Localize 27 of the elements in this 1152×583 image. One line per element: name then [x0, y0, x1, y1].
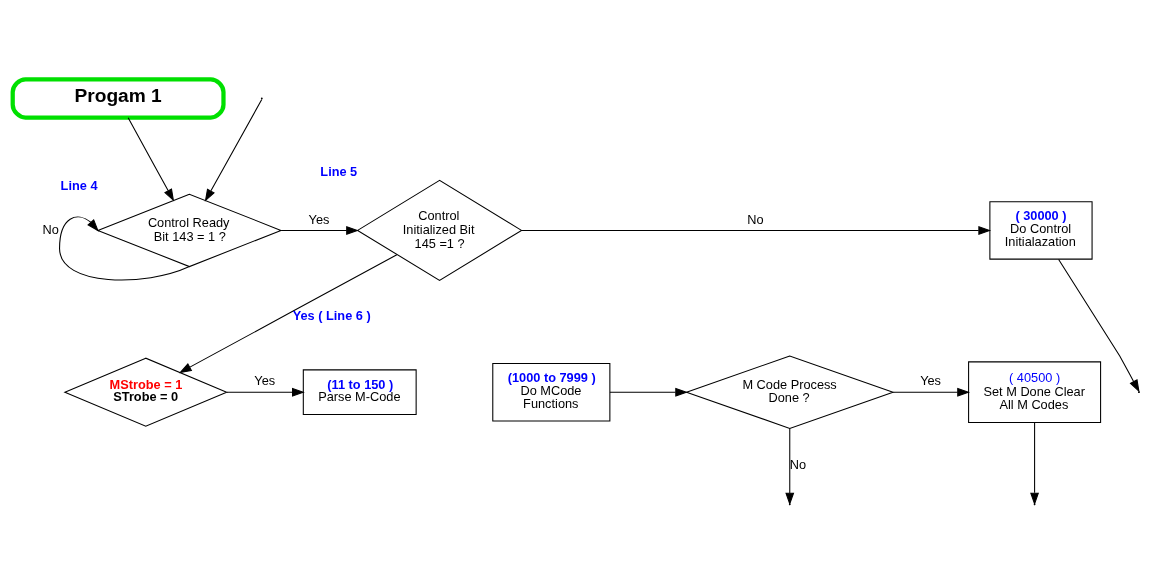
edge-label: No — [42, 221, 59, 237]
edge-label: Yes — [920, 372, 941, 388]
node-diamond: Control Initialized Bit 145 =1 ? — [356, 179, 523, 281]
arrow — [204, 98, 263, 202]
edge-label: No — [789, 456, 807, 472]
node-box: ( 30000 ) Do Control Initialazation — [989, 200, 1093, 260]
arrow — [892, 387, 970, 397]
arrow — [521, 225, 992, 235]
edge-label: No — [747, 211, 764, 227]
arrow — [609, 387, 689, 397]
node-box: (1000 to 7999 ) Do MCode Functions — [492, 362, 611, 421]
node-box: (11 to 150 ) Parse M-Code — [302, 368, 417, 415]
node-box: ( 40500 ) Set M Done Clear All M Codes — [968, 360, 1102, 423]
node-diamond: Control Ready Bit 143 = 1 ? — [96, 193, 283, 267]
arrow — [280, 225, 359, 235]
arrow — [127, 116, 175, 201]
node-label: Line 4 — [60, 177, 98, 193]
node-diamond: M Code Process Done ? — [684, 354, 895, 429]
arrow — [226, 387, 305, 397]
edge-label: Yes — [308, 211, 330, 227]
node-label: Line 5 — [320, 163, 358, 179]
edge-label: Yes — [254, 372, 276, 388]
arrow — [178, 253, 398, 373]
edge-label: Yes ( Line 6 ) — [292, 307, 371, 323]
node-diamond: MStrobe = 1 STrobe = 0 — [63, 357, 229, 427]
arrow — [59, 216, 190, 281]
node-box: Progam 1 — [10, 76, 226, 120]
